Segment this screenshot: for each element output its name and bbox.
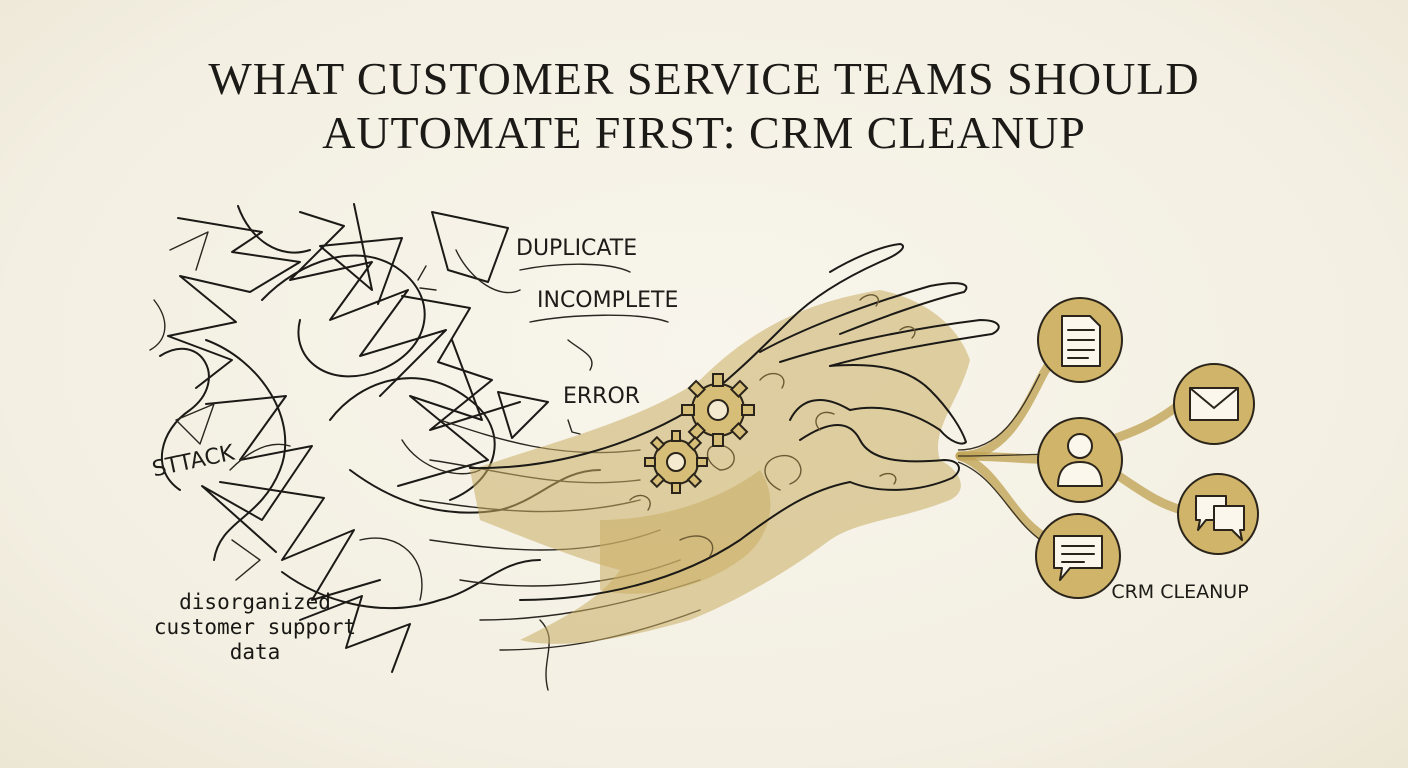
message-icon bbox=[1035, 513, 1121, 599]
label-error: ERROR bbox=[563, 384, 641, 409]
title-line-1: WHAT CUSTOMER SERVICE TEAMS SHOULD bbox=[208, 53, 1200, 104]
document-icon bbox=[1037, 297, 1123, 383]
label-crm-cleanup: CRM CLEANUP bbox=[1111, 581, 1249, 603]
chat-bubbles-icon bbox=[1177, 473, 1259, 555]
gears-icon bbox=[644, 373, 755, 494]
hand-illustration bbox=[469, 243, 1000, 601]
email-icon bbox=[1173, 363, 1255, 445]
hand-wash bbox=[470, 290, 970, 644]
label-duplicate: DUPLICATE bbox=[516, 236, 638, 261]
caption-disorganized-data: disorganized customer support data bbox=[153, 590, 357, 664]
title-line-2: AUTOMATE FIRST: CRM CLEANUP bbox=[322, 107, 1086, 158]
user-icon bbox=[1037, 417, 1123, 503]
label-incomplete: INCOMPLETE bbox=[537, 288, 679, 313]
